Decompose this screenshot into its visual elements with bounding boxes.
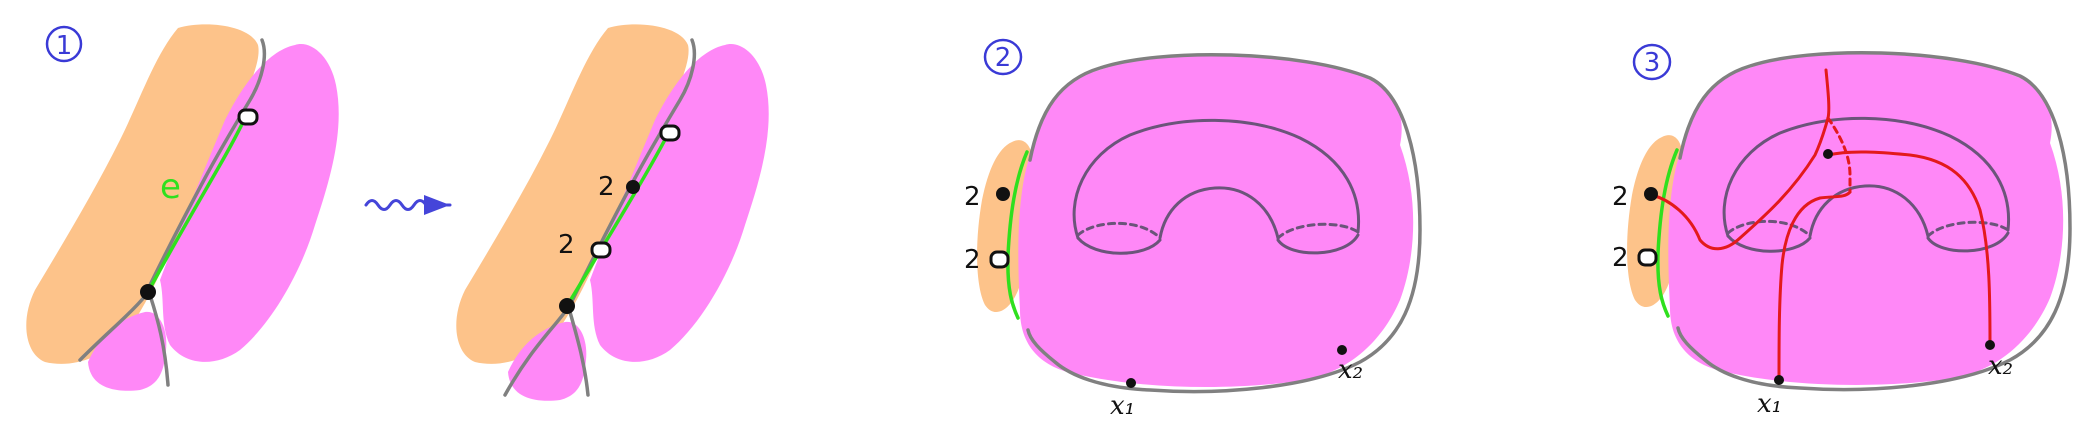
edge-e: [146, 116, 247, 294]
edge-green: [1656, 148, 1679, 318]
step-3-label: 3: [1644, 48, 1661, 78]
orange-region: [456, 24, 689, 364]
arrow-icon: [364, 195, 452, 215]
red-curves: [1650, 68, 1992, 382]
vertex-label-2-lower: 2: [558, 230, 575, 260]
point-x1: [1126, 378, 1136, 388]
red-curve-top: [1824, 68, 1831, 120]
point-x2: [1985, 340, 1995, 350]
point-x1: [1774, 375, 1784, 385]
vertex-label-2-lower: 2: [1612, 243, 1629, 273]
point-crossing: [1823, 149, 1833, 159]
point-x2-label: x₂: [1338, 355, 1363, 385]
pink-region-lower: [508, 321, 587, 401]
pink-region-upper: [160, 44, 339, 362]
step-2-label: 2: [995, 43, 1012, 73]
filled-vertex: [140, 284, 156, 300]
disk-boundary: [1676, 51, 2072, 392]
red-curve-x1: [1777, 190, 1852, 382]
step-3-badge: 3: [1632, 43, 1672, 81]
boundary-right: [568, 38, 697, 307]
red-curve-dashed: [1826, 116, 1852, 194]
filled-vertex-2-top: [996, 187, 1010, 201]
torus: [1722, 116, 2011, 253]
disk-boundary: [1026, 53, 1422, 394]
panel-2: 2 2 2 x₁ x₂: [964, 38, 1422, 421]
vertex-label-2-upper: 2: [1612, 182, 1629, 212]
vertex-label-2-lower: 2: [964, 245, 981, 275]
point-x2-label: x₂: [1988, 351, 2013, 381]
boundary-right: [148, 38, 267, 287]
open-vertex-3-bottom: [1637, 248, 1658, 267]
red-curve-left: [1650, 116, 1830, 251]
open-vertex: [237, 108, 259, 126]
open-vertex-2-bottom: [989, 250, 1010, 269]
point-x2: [1337, 345, 1347, 355]
step-1-badge: 1: [45, 25, 83, 63]
pink-region-upper: [590, 44, 769, 362]
edge-e-label: e: [160, 167, 181, 207]
panel-1b: 2 2: [456, 24, 769, 401]
vertex-label-2-upper: 2: [964, 182, 981, 212]
pink-region-lower: [88, 311, 167, 391]
panel-1: 1 e: [26, 24, 339, 391]
pink-region-disk: [1668, 52, 2064, 385]
filled-vertex-mid: [626, 180, 640, 194]
pink-region-disk: [1018, 55, 1414, 387]
filled-vertex-3-top: [1644, 187, 1658, 201]
torus: [1072, 118, 1361, 255]
boundary-lower-left: [503, 306, 570, 397]
vertex-label-2-upper: 2: [598, 172, 615, 202]
step-1-label: 1: [56, 31, 73, 61]
open-vertex-top: [659, 124, 681, 142]
filled-vertex-bottom: [559, 298, 575, 314]
point-x1-label: x₁: [1110, 391, 1135, 421]
open-vertex-mid: [590, 241, 612, 259]
boundary-lower-right: [568, 310, 590, 397]
red-curve-x2: [1826, 150, 1992, 347]
point-x1-label: x₁: [1757, 389, 1782, 419]
orange-region: [26, 24, 259, 364]
boundary-lower-right: [148, 293, 170, 387]
step-2-badge: 2: [983, 38, 1023, 76]
panel-3: 3 2 2 x₁ x₂: [1612, 43, 2072, 419]
